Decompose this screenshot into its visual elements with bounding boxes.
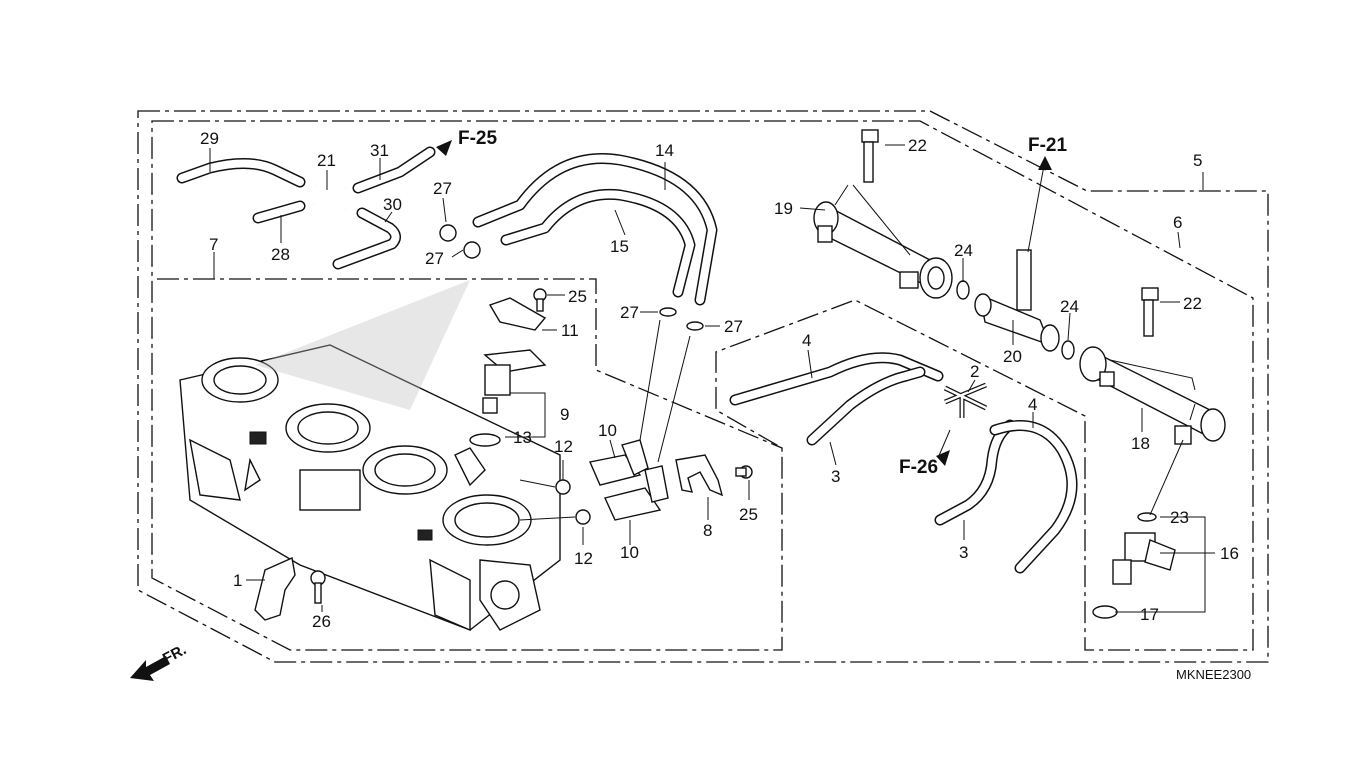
callout-12-b: 12	[574, 549, 593, 568]
gasket-11	[488, 297, 547, 331]
callout-14: 14	[655, 141, 674, 160]
callout-23: 23	[1170, 508, 1189, 527]
callout-26: 26	[312, 612, 331, 631]
hose-14	[472, 152, 718, 306]
cross-references: F-25 F-21 F-26	[458, 128, 1068, 478]
throttle-body-assembly	[179, 344, 561, 632]
exploded-view-hatch	[255, 280, 470, 410]
callout-10-a: 10	[598, 421, 617, 440]
bracket-part-1	[254, 556, 296, 621]
callout-11: 11	[561, 321, 579, 340]
hose-4-b	[989, 420, 1078, 574]
screw-part-26	[310, 570, 326, 604]
clip-8	[675, 454, 724, 497]
callout-4-a: 4	[802, 331, 811, 350]
joint-20	[974, 249, 1060, 352]
callout-25-b: 25	[739, 505, 758, 524]
arrow-f21	[1038, 156, 1052, 170]
ref-f25: F-25	[458, 128, 498, 149]
callout-1: 1	[233, 571, 242, 590]
callout-8: 8	[703, 521, 712, 540]
hose-15	[500, 188, 696, 298]
seal-17	[1092, 605, 1118, 619]
callout-22-a: 22	[908, 136, 927, 155]
outer-boundary	[137, 110, 1269, 663]
hose-30	[332, 207, 401, 270]
callout-19: 19	[774, 199, 793, 218]
callout-9: 9	[560, 405, 569, 424]
washer-12-b	[575, 509, 591, 525]
callout-7: 7	[209, 235, 218, 254]
callout-25-a: 25	[568, 287, 587, 306]
joint-2	[943, 382, 988, 418]
hose-3-a	[806, 366, 926, 446]
hose-31	[352, 146, 436, 194]
ref-f26: F-26	[899, 457, 938, 478]
hose-4-a	[729, 352, 944, 406]
callout-22-b: 22	[1183, 294, 1202, 313]
screw-25-right	[735, 465, 753, 479]
callout-4-b: 4	[1028, 395, 1037, 414]
front-indicator: FR.	[130, 641, 189, 681]
callout-10-b: 10	[620, 543, 639, 562]
arrow-f25	[436, 140, 452, 156]
bolt-22-right	[1141, 287, 1159, 337]
bolt-22-left	[861, 129, 879, 183]
callout-27-d: 27	[724, 317, 743, 336]
leader-lines	[209, 144, 1215, 613]
callout-20: 20	[1003, 347, 1022, 366]
callouts: 29 21 31 30 28 7 27 27 14 15 27 27 25 11…	[200, 129, 1239, 631]
callout-2: 2	[970, 362, 979, 381]
callout-12-a: 12	[554, 437, 573, 456]
fuel-rail-19	[813, 201, 953, 299]
hose-29	[176, 157, 306, 188]
oring-24-left	[956, 280, 970, 300]
callout-31: 31	[370, 141, 389, 160]
callout-18: 18	[1131, 434, 1150, 453]
arrowheads	[436, 140, 1052, 466]
callout-28: 28	[271, 245, 290, 264]
arrow-f26	[936, 450, 950, 466]
callout-27-a: 27	[433, 179, 452, 198]
callout-24-b: 24	[1060, 297, 1079, 316]
callout-16: 16	[1220, 544, 1239, 563]
callout-30: 30	[383, 195, 402, 214]
callout-3-b: 3	[959, 543, 968, 562]
callout-5: 5	[1193, 151, 1202, 170]
joint-21	[313, 183, 347, 211]
clip-27-top	[439, 224, 481, 259]
hose-3-b	[934, 419, 1016, 526]
clips-27-mid	[659, 307, 704, 331]
sensor-9	[482, 349, 547, 414]
callout-27-b: 27	[425, 249, 444, 268]
fuel-rail-18	[1079, 346, 1226, 445]
callout-17: 17	[1140, 605, 1159, 624]
front-arrow-icon	[130, 656, 170, 681]
washer-12-a	[555, 479, 571, 495]
injector-16	[1112, 512, 1176, 585]
throttle-body-group-boundary	[157, 278, 783, 449]
callout-24-a: 24	[954, 241, 973, 260]
callout-29: 29	[200, 129, 219, 148]
injector-10-a	[589, 439, 649, 486]
hose-28	[252, 200, 306, 224]
ref-f21: F-21	[1028, 135, 1068, 156]
diagram-code: MKNEE2300	[1176, 667, 1251, 682]
callout-15: 15	[610, 237, 629, 256]
callout-3-a: 3	[831, 467, 840, 486]
injector-10-b	[604, 465, 669, 521]
callout-21: 21	[317, 151, 336, 170]
inner-boundary	[151, 120, 1254, 651]
callout-6: 6	[1173, 213, 1182, 232]
group-boundaries	[137, 110, 1269, 663]
screw-25-top	[533, 288, 547, 312]
callout-13: 13	[513, 428, 532, 447]
callout-27-c: 27	[620, 303, 639, 322]
oring-13	[469, 433, 501, 447]
oring-24-right	[1061, 340, 1075, 360]
